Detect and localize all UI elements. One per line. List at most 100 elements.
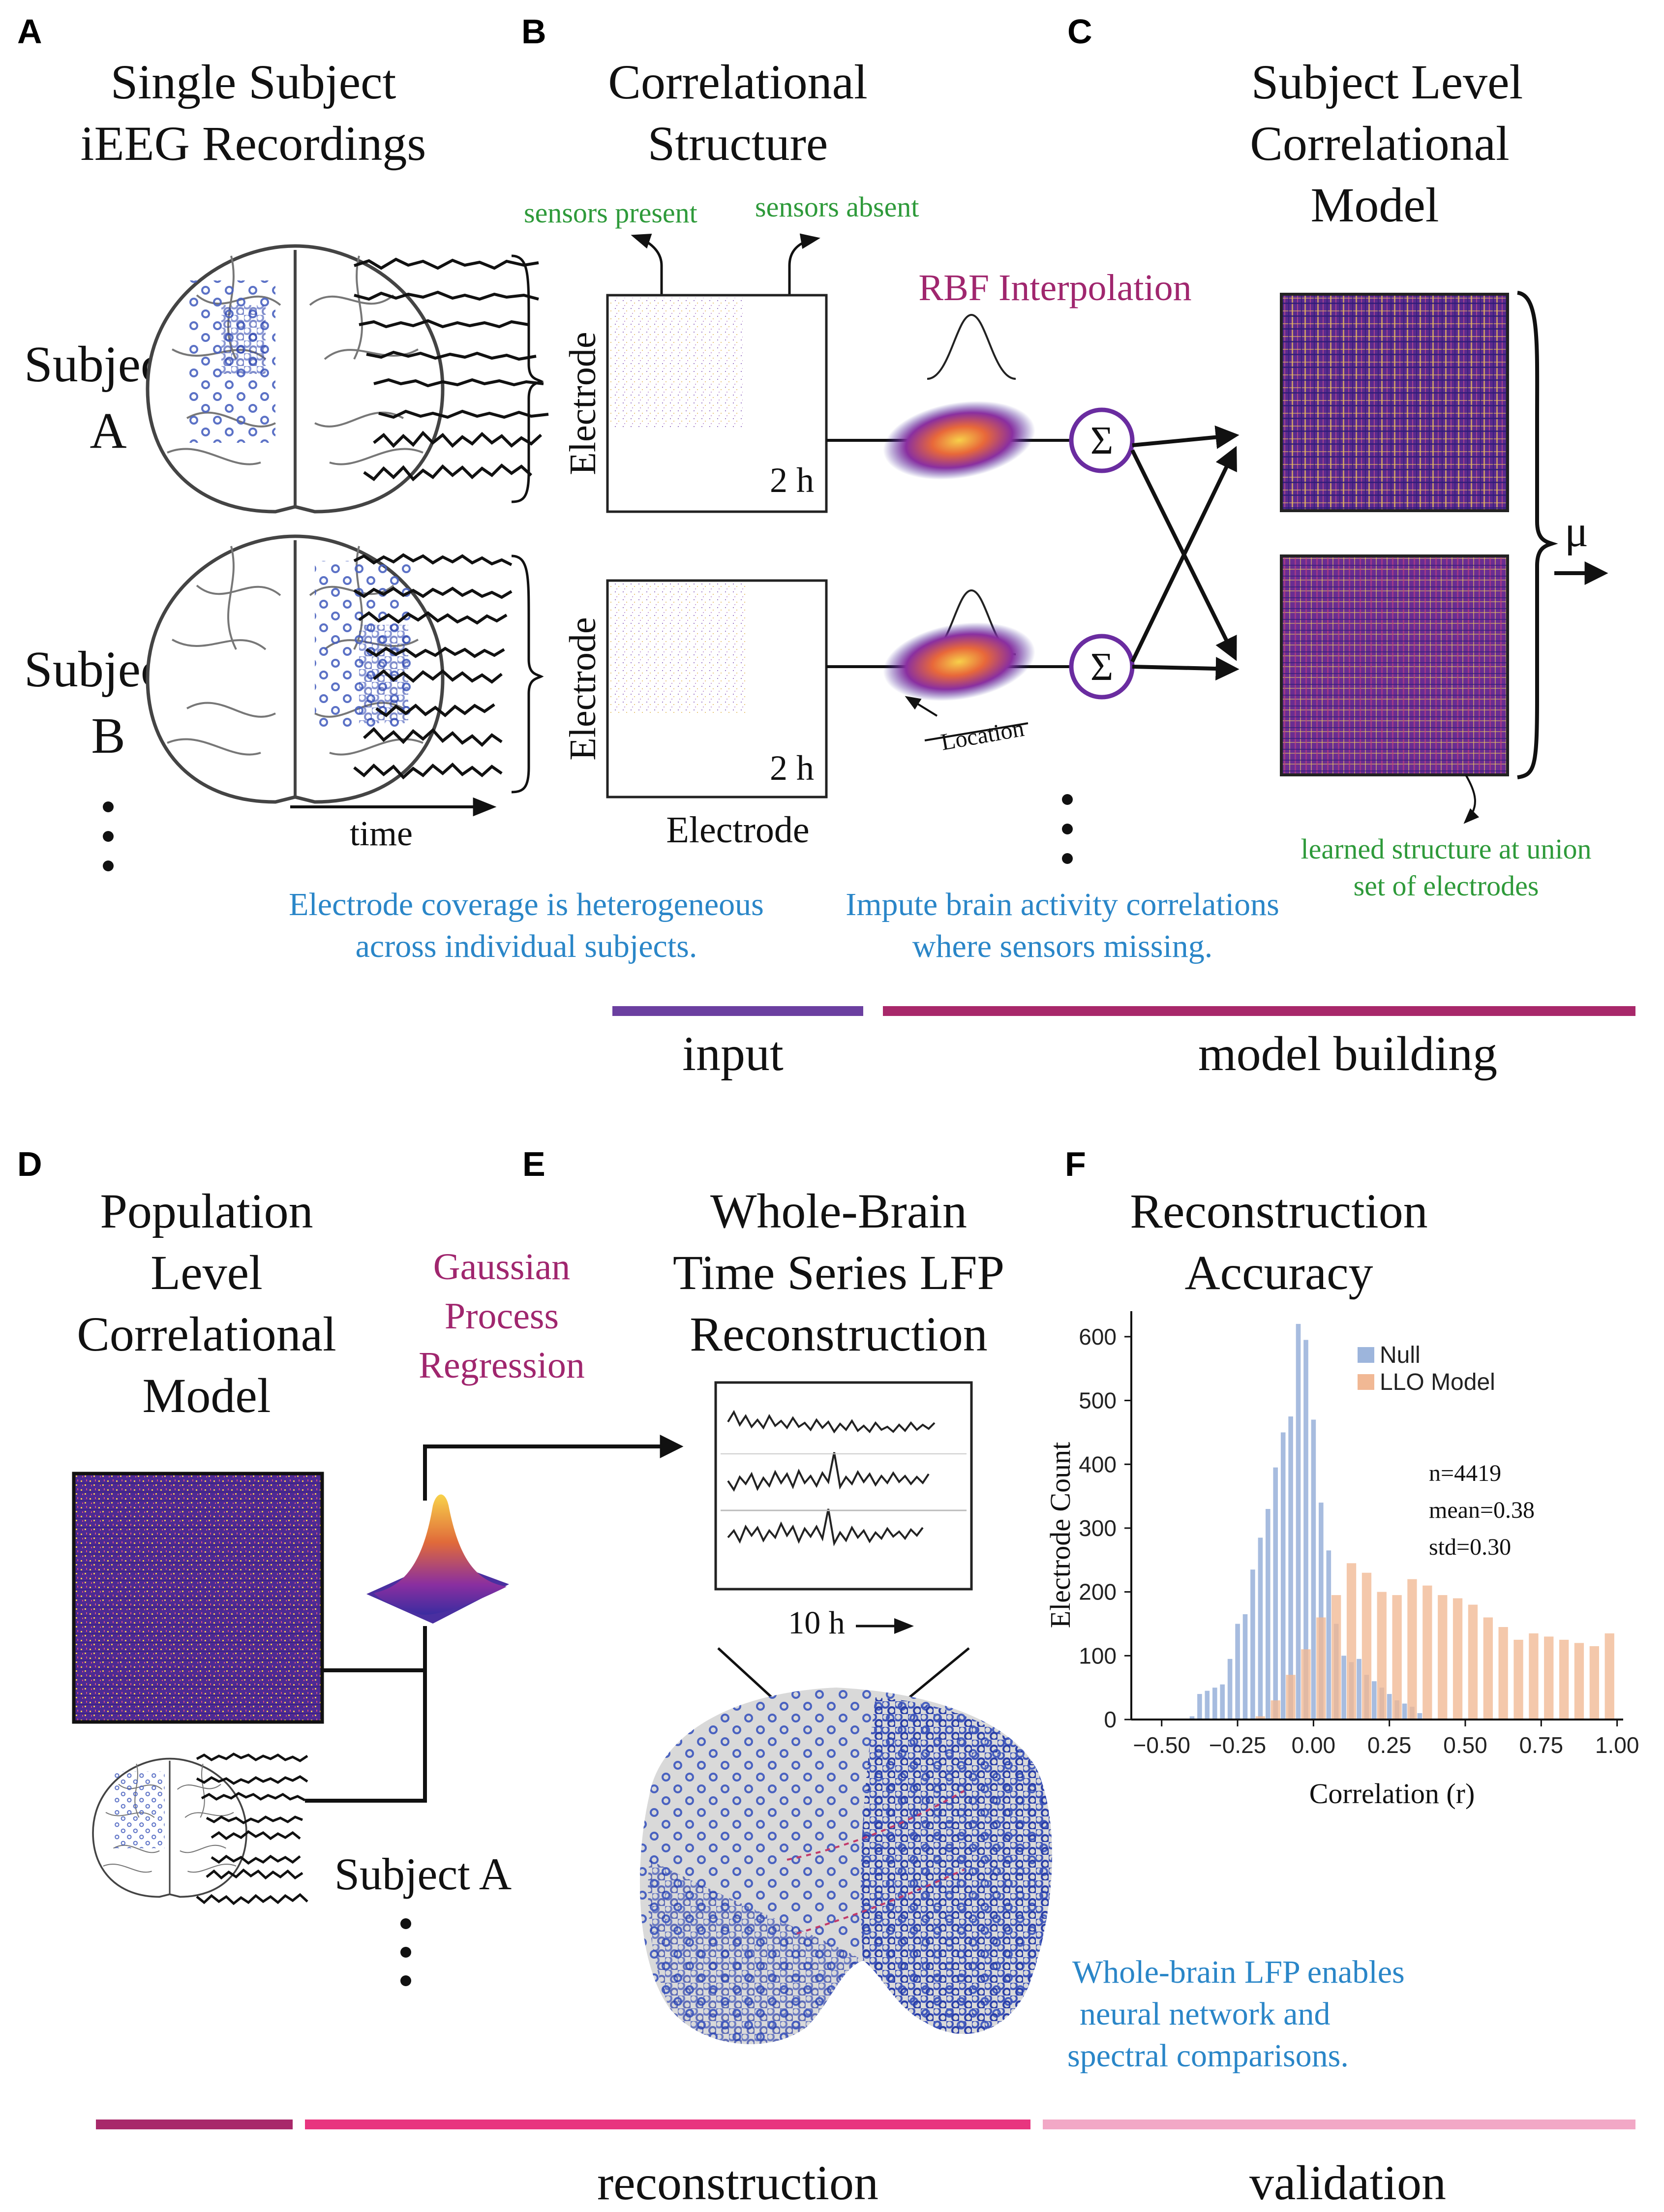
stat-annotation-0: n=4419 <box>1429 1460 1501 1486</box>
observed-block-b <box>610 583 745 713</box>
panel-letter-b: B <box>521 12 546 51</box>
x-axis-title: Correlation (r) <box>1309 1778 1475 1810</box>
coverage-note-line-1: Electrode coverage is heterogeneous <box>289 887 764 922</box>
bar-null-4 <box>1220 1684 1225 1720</box>
validation-stage-bar <box>1043 2120 1635 2129</box>
bar-llo-18 <box>1529 1633 1539 1720</box>
bar-llo-22 <box>1589 1646 1599 1720</box>
bar-null-24 <box>1372 1681 1377 1720</box>
gpr-label-line-1: Gaussian <box>433 1246 571 1288</box>
panel-e-title-line-1: Whole-Brain <box>710 1184 967 1238</box>
duration-label-a: 2 h <box>770 461 814 500</box>
bar-null-11 <box>1273 1467 1278 1720</box>
population-heatmap <box>72 1472 324 1724</box>
stat-annotation-1: mean=0.38 <box>1429 1497 1535 1523</box>
brain-outline-icon <box>148 536 443 802</box>
brace-icon <box>1517 291 1558 779</box>
panel-d: D Population Level Correlational Model <box>17 1145 684 1986</box>
reconstruction-stage-bar <box>305 2120 1030 2129</box>
bar-null-9 <box>1258 1537 1263 1720</box>
panel-e: E Whole-Brain Time Series LFP Reconstruc… <box>522 1145 1405 2074</box>
stage-bars-top: input model building <box>612 1006 1635 1081</box>
panel-letter-c: C <box>1067 12 1092 51</box>
brace-icon <box>511 254 544 503</box>
reconstructed-traces <box>727 1410 936 1547</box>
summation-icon: Σ <box>1069 634 1135 700</box>
location-arrow <box>905 696 938 717</box>
panel-c-title-line-3: Model <box>1310 178 1439 232</box>
ellipsis-dots-icon <box>1062 794 1073 864</box>
arrow-icon <box>1463 774 1480 824</box>
subject-b-label-line-2: B <box>91 707 125 764</box>
location-axis <box>924 722 1029 741</box>
bar-null-20 <box>1341 1656 1346 1720</box>
legend-swatch-1 <box>1358 1374 1374 1390</box>
rbf-interpolation-label: RBF Interpolation <box>918 267 1191 308</box>
panel-d-title-line-3: Correlational <box>77 1307 336 1361</box>
duration-label-b: 2 h <box>770 748 814 788</box>
gaussian-surface-icon <box>366 1494 509 1624</box>
bar-null-12 <box>1280 1432 1286 1720</box>
panel-e-title-line-3: Reconstruction <box>690 1307 987 1361</box>
bar-llo-8 <box>1377 1592 1387 1720</box>
bar-null-7 <box>1242 1614 1248 1720</box>
observed-block-a <box>610 298 743 428</box>
bar-llo-17 <box>1513 1639 1523 1720</box>
electrode-axis-label-bottom: Electrode <box>666 809 809 851</box>
bar-null-15 <box>1303 1340 1308 1720</box>
y-tick-label: 200 <box>1079 1579 1117 1605</box>
y-tick-label: 100 <box>1079 1643 1117 1668</box>
bar-llo-21 <box>1574 1643 1584 1720</box>
subject-a-traces <box>354 257 549 482</box>
bar-null-0 <box>1189 1716 1195 1720</box>
y-tick-label: 400 <box>1079 1451 1117 1477</box>
time-label: time <box>350 814 413 853</box>
duration-label-10h: 10 h <box>788 1605 845 1641</box>
input-stage-label: input <box>682 1026 784 1081</box>
bar-llo-4 <box>1316 1617 1326 1720</box>
bar-llo-5 <box>1331 1595 1341 1720</box>
bar-llo-23 <box>1604 1633 1614 1720</box>
mean-symbol: μ <box>1565 507 1588 556</box>
rbf-kernel-blob-a <box>883 401 1035 480</box>
electrode-axis-label-b: Electrode <box>562 617 604 760</box>
subject-level-heatmap-b <box>1280 554 1509 776</box>
coverage-note-line-2: across individual subjects. <box>356 928 697 964</box>
e-note-line-3: spectral comparisons. <box>1067 2038 1349 2074</box>
stage-bars-bottom: reconstruction validation <box>96 2120 1635 2210</box>
reconstruction-stage-label: reconstruction <box>597 2155 878 2210</box>
panel-b-title-line-1: Correlational <box>608 55 868 109</box>
bar-llo-16 <box>1498 1627 1508 1720</box>
bar-llo-0 <box>1255 1716 1265 1720</box>
bar-llo-3 <box>1301 1649 1311 1720</box>
panel-b-title-line-2: Structure <box>648 116 828 171</box>
bar-llo-20 <box>1559 1639 1569 1720</box>
subject-level-heatmap-a <box>1280 293 1509 512</box>
summation-icon: Σ <box>1069 407 1135 473</box>
panel-a-title-line-2: iEEG Recordings <box>81 116 426 171</box>
x-tick-label: −0.25 <box>1209 1732 1266 1758</box>
panel-c-title-line-2: Correlational <box>1250 116 1510 171</box>
bar-llo-13 <box>1452 1598 1463 1720</box>
sensors-absent-label: sensors absent <box>755 191 919 223</box>
arrow-icon <box>1130 425 1240 681</box>
y-tick-label: 0 <box>1104 1707 1117 1732</box>
bar-null-1 <box>1197 1694 1202 1720</box>
ellipsis-dots-icon <box>103 801 114 871</box>
bar-null-3 <box>1212 1688 1217 1720</box>
panel-f-title-line-1: Reconstruction <box>1130 1184 1427 1238</box>
y-axis-title: Electrode Count <box>1044 1442 1076 1628</box>
location-label: Location <box>939 715 1026 756</box>
impute-note-line-1: Impute brain activity correlations <box>846 887 1279 922</box>
bar-null-2 <box>1205 1690 1210 1720</box>
legend-label-0: Null <box>1380 1342 1421 1368</box>
legend-label-1: LLO Model <box>1380 1369 1495 1395</box>
bar-llo-19 <box>1544 1636 1554 1720</box>
subject-a-small-traces <box>196 1752 308 1905</box>
bar-null-6 <box>1235 1624 1240 1720</box>
bar-null-10 <box>1266 1509 1271 1720</box>
sum-symbol-a: Σ <box>1090 419 1114 462</box>
bar-llo-7 <box>1361 1572 1372 1720</box>
bar-llo-10 <box>1407 1579 1417 1720</box>
